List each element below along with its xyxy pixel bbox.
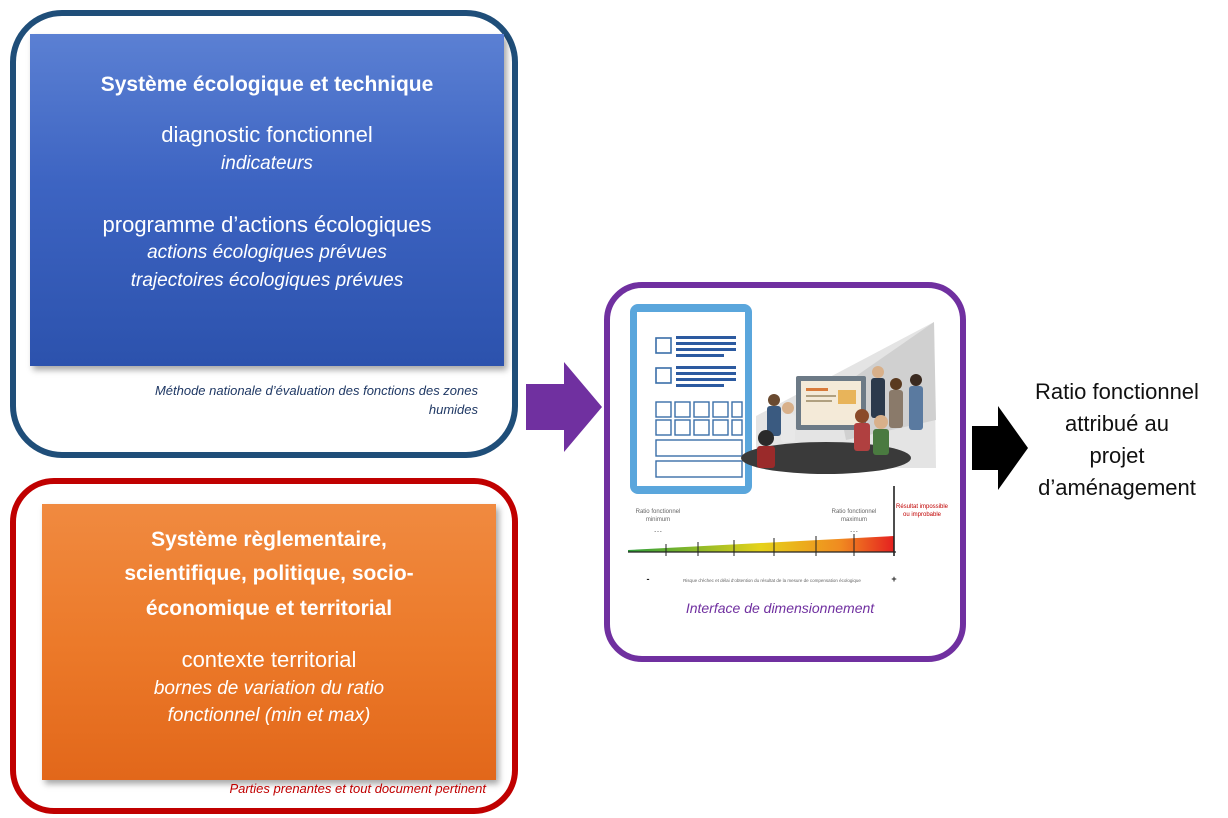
ratio-min-label: Ratio fonctionnel minimum … [628, 509, 688, 535]
caption-line: Méthode nationale d’évaluation des fonct… [154, 383, 478, 398]
scale-label-line: Ratio fonctionnel [635, 509, 681, 515]
planned-trajectories-text: trajectoires écologiques prévues [130, 269, 404, 291]
indicators-text: indicateurs [221, 153, 313, 175]
scale-dots: … [653, 524, 663, 534]
result-line: Ratio fonctionnel [1035, 379, 1199, 404]
scale-axis-text: Risque d’échec et délai d’obtention du r… [683, 578, 861, 583]
ecological-system-panel: Système écologique et technique diagnost… [30, 34, 504, 366]
scale-label-line: ou improbable [902, 511, 942, 518]
black-arrow-icon [972, 406, 1028, 490]
ratio-bounds-text: bornes de variation du ratio [153, 677, 385, 699]
functional-diagnosis-heading: diagnostic fonctionnel [161, 122, 373, 148]
result-line: d’aménagement [1038, 474, 1196, 500]
scale-label-line: maximum [840, 516, 867, 523]
functional-ratio-result: Ratio fonctionnel attribué au projet d’a… [1008, 376, 1226, 504]
result-line: attribué au [1065, 410, 1169, 436]
stakeholders-caption: Parties prenantes et tout document perti… [229, 781, 486, 796]
scale-plus-sign: + [891, 574, 897, 584]
purple-arrow-icon [526, 362, 602, 452]
scale-minus-sign: - [646, 574, 650, 584]
territorial-context-heading: contexte territorial [181, 647, 357, 673]
sizing-interface-caption: Interface de dimensionnement [685, 600, 875, 616]
regulatory-title-line: Système règlementaire, [151, 528, 387, 551]
planned-actions-text: actions écologiques prévues [147, 242, 387, 264]
ecological-system-title: Système écologique et technique [100, 73, 434, 96]
caption-line: humides [428, 401, 478, 417]
impossible-result-label: Résultat impossible ou improbable [890, 504, 954, 519]
ratio-max-label: Ratio fonctionnel maximum … [826, 509, 882, 535]
meeting-scene-icon [741, 322, 936, 474]
scale-label-line: minimum [645, 516, 671, 523]
ratio-scale [628, 486, 896, 556]
regulatory-title-line: scientifique, politique, socio- [124, 562, 414, 586]
regulatory-system-panel: Système règlementaire, scientifique, pol… [42, 504, 496, 780]
action-program-heading: programme d’actions écologiques [102, 211, 432, 237]
ecological-source-caption: Méthode nationale d’évaluation des fonct… [48, 382, 478, 420]
regulatory-title-line: économique et territorial [145, 596, 393, 620]
ratio-bounds-text: fonctionnel (min et max) [167, 705, 371, 727]
result-line: projet [1089, 442, 1145, 468]
scale-label-line: Résultat impossible [895, 504, 949, 510]
tablet-form-icon [630, 304, 752, 494]
scale-dots: … [849, 524, 859, 534]
sizing-interface-illustration [628, 304, 936, 556]
scale-label-line: Ratio fonctionnel [831, 509, 877, 515]
